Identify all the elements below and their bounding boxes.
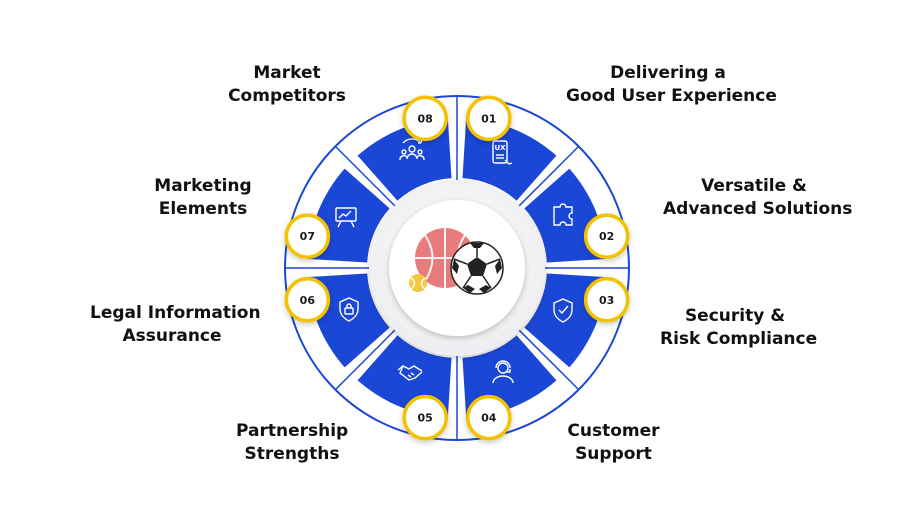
- step-badge-01: 01: [466, 95, 512, 142]
- step-label-06: Legal Information Assurance: [90, 303, 261, 346]
- step-badge-05: 05: [402, 394, 448, 441]
- step-label-02: Versatile & Advanced Solutions: [663, 176, 853, 219]
- svg-text:UX: UX: [494, 144, 506, 152]
- step-badge-08: 08: [402, 95, 448, 142]
- badge-circle: [284, 277, 331, 323]
- handshake-icon: [397, 365, 423, 381]
- badge-circle: [402, 394, 448, 441]
- step-label-05: Partnership Strengths: [236, 421, 349, 464]
- step-number-text: 08: [418, 112, 433, 125]
- badge-circle: [583, 213, 630, 259]
- step-number-text: 05: [418, 412, 433, 425]
- step-label-03: Security & Risk Compliance: [660, 306, 818, 349]
- step-number-text: 07: [300, 230, 315, 243]
- badge-circle: [466, 394, 512, 441]
- headset-agent-icon: [492, 360, 514, 384]
- step-badge-03: 03: [583, 277, 630, 323]
- step-label-01: Delivering a Good User Experience: [566, 63, 777, 106]
- spoke-line: [517, 328, 580, 391]
- shield-lock-icon: [339, 297, 359, 322]
- spoke-lines: [285, 96, 629, 440]
- step-badge-02: 02: [583, 213, 630, 259]
- shield-check-icon: [553, 298, 573, 323]
- step-number-text: 04: [481, 412, 497, 425]
- segments-group: [307, 118, 607, 418]
- step-number-text: 01: [481, 112, 496, 125]
- chart-board-icon: [335, 207, 357, 228]
- step-number-text: 03: [599, 294, 614, 307]
- step-badge-06: 06: [284, 277, 331, 323]
- spoke-line: [334, 328, 397, 391]
- puzzle-piece-icon: [553, 203, 573, 226]
- step-label-08: Market Competitors: [228, 63, 346, 106]
- step-number-text: 02: [599, 230, 614, 243]
- badge-circle: [402, 95, 448, 142]
- ux-phone-icon: UX: [492, 140, 513, 165]
- sports-balls-icon: [409, 228, 504, 295]
- step-badge-07: 07: [284, 213, 331, 259]
- badge-circle: [466, 95, 512, 142]
- badge-circle: [583, 277, 630, 323]
- spoke-line: [334, 145, 397, 208]
- step-label-07: Marketing Elements: [154, 176, 252, 219]
- step-label-04: Customer Support: [567, 421, 660, 464]
- step-badge-04: 04: [466, 394, 512, 441]
- badge-circle: [284, 213, 331, 259]
- spoke-line: [517, 145, 580, 208]
- step-number-text: 06: [300, 294, 316, 307]
- competitors-group-icon: [399, 138, 425, 161]
